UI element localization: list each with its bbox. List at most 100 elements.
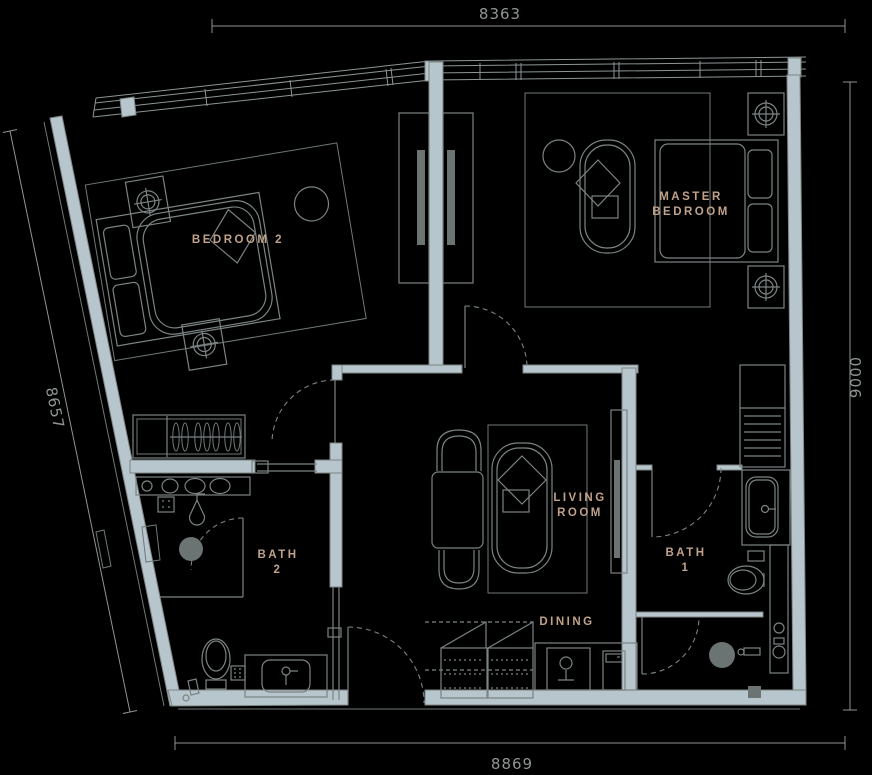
left-wall	[43, 115, 183, 707]
label-bath1-line1: BATH	[665, 547, 706, 559]
flush-plate	[747, 550, 765, 562]
downlight-icon	[124, 175, 172, 229]
sink-icon	[546, 647, 591, 691]
duvet-inner	[142, 206, 267, 329]
rain-shower-icon	[179, 537, 203, 561]
pillow	[112, 281, 147, 338]
hose-bib-icon	[182, 678, 200, 702]
label-bath2-line2: 2	[274, 564, 283, 576]
dimension-top-value: 8363	[479, 5, 521, 23]
cushion	[591, 195, 619, 219]
dining-table	[431, 471, 484, 549]
mullion-left	[119, 96, 137, 118]
dimension-bottom-value: 8869	[491, 755, 533, 773]
label-bath2-line1: BATH	[257, 549, 298, 561]
plumbing-niche	[769, 544, 789, 674]
wall-jamb	[331, 364, 343, 381]
mattress	[659, 143, 746, 259]
living-furniture	[431, 409, 628, 594]
pocket-door-track	[332, 587, 340, 700]
cushion	[502, 489, 530, 513]
wardrobe-hangers	[132, 414, 246, 459]
master-door	[464, 305, 528, 369]
side-table	[293, 186, 330, 222]
rug	[487, 424, 588, 594]
bifold-door	[487, 620, 534, 699]
shower2-door	[190, 517, 244, 571]
bed	[95, 191, 281, 347]
slider-end-cap	[251, 460, 269, 474]
rug	[84, 142, 367, 362]
sliding-door-leaf	[257, 463, 317, 472]
chaise-inner	[584, 144, 631, 249]
wall-hallway-left	[331, 364, 463, 374]
tv-console	[610, 409, 628, 574]
floor-drain-icon	[748, 686, 761, 698]
wardrobe	[398, 112, 474, 284]
downlight-icon	[747, 265, 785, 309]
blanket-fold	[497, 455, 547, 505]
wall-stub	[314, 459, 343, 474]
mullion-right	[787, 57, 802, 78]
downlight-icon	[181, 318, 228, 372]
sofa	[491, 442, 553, 574]
label-living-line1: LIVING	[553, 492, 606, 504]
shower-enclosure	[160, 518, 244, 598]
toilet-icon	[201, 638, 231, 690]
pillow	[102, 224, 137, 280]
track-bracket	[327, 627, 342, 638]
fan-coil	[141, 524, 161, 563]
bifold-door	[440, 620, 488, 699]
rug	[524, 92, 711, 308]
bath1-door	[651, 467, 722, 538]
dimension-right: 9000	[843, 81, 865, 711]
downlight-icon	[747, 92, 785, 136]
dining-chair	[438, 550, 480, 590]
vanity-double-sink	[135, 476, 251, 496]
wall-hallway-right	[522, 364, 639, 374]
wall-center	[428, 61, 444, 369]
hall-door	[271, 379, 336, 444]
room-labels: BEDROOM 2 MASTER BEDROOM LIVING ROOM DIN…	[192, 191, 727, 628]
kitchen	[425, 620, 638, 699]
closet-drawers	[739, 364, 786, 468]
bath2	[132, 414, 328, 702]
interior-walls	[129, 61, 764, 700]
dimension-top: 8363	[211, 5, 846, 33]
label-master-line1: MASTER	[659, 191, 723, 203]
shower-mixer-icon	[157, 496, 175, 513]
bedroom2-furniture	[84, 142, 367, 372]
entry-door	[347, 626, 425, 704]
chaise	[579, 139, 636, 254]
doors	[190, 305, 722, 704]
wall-wardrobe-counter	[129, 459, 256, 474]
bath1	[709, 469, 791, 698]
hand-shower-icon	[737, 647, 761, 656]
overhead-dashed	[425, 621, 533, 671]
pillow	[747, 149, 773, 199]
dining-chair	[436, 429, 482, 471]
side-table	[542, 139, 576, 173]
tv-icon	[614, 460, 620, 558]
label-dining: DINING	[539, 616, 594, 628]
floor-drain-icon	[230, 665, 246, 681]
vanity-sink	[244, 654, 328, 698]
dimension-bottom: 8869	[174, 736, 846, 773]
blanket-fold	[209, 208, 257, 264]
wall-bath2-east	[329, 442, 343, 588]
shower1-door	[641, 616, 700, 675]
dimension-right-value: 9000	[847, 356, 865, 398]
shower-head-icon	[188, 493, 206, 526]
sofa-inner	[496, 447, 548, 569]
rain-shower-icon	[709, 642, 735, 668]
wall-bath1-mid	[635, 611, 764, 618]
blanket-fold	[575, 159, 621, 207]
master-furniture	[398, 92, 786, 468]
curtain-wall-top	[92, 56, 807, 118]
right-wall	[786, 74, 807, 693]
pillow	[747, 203, 773, 253]
label-bedroom2: BEDROOM 2	[192, 234, 284, 246]
duvet	[136, 200, 273, 335]
